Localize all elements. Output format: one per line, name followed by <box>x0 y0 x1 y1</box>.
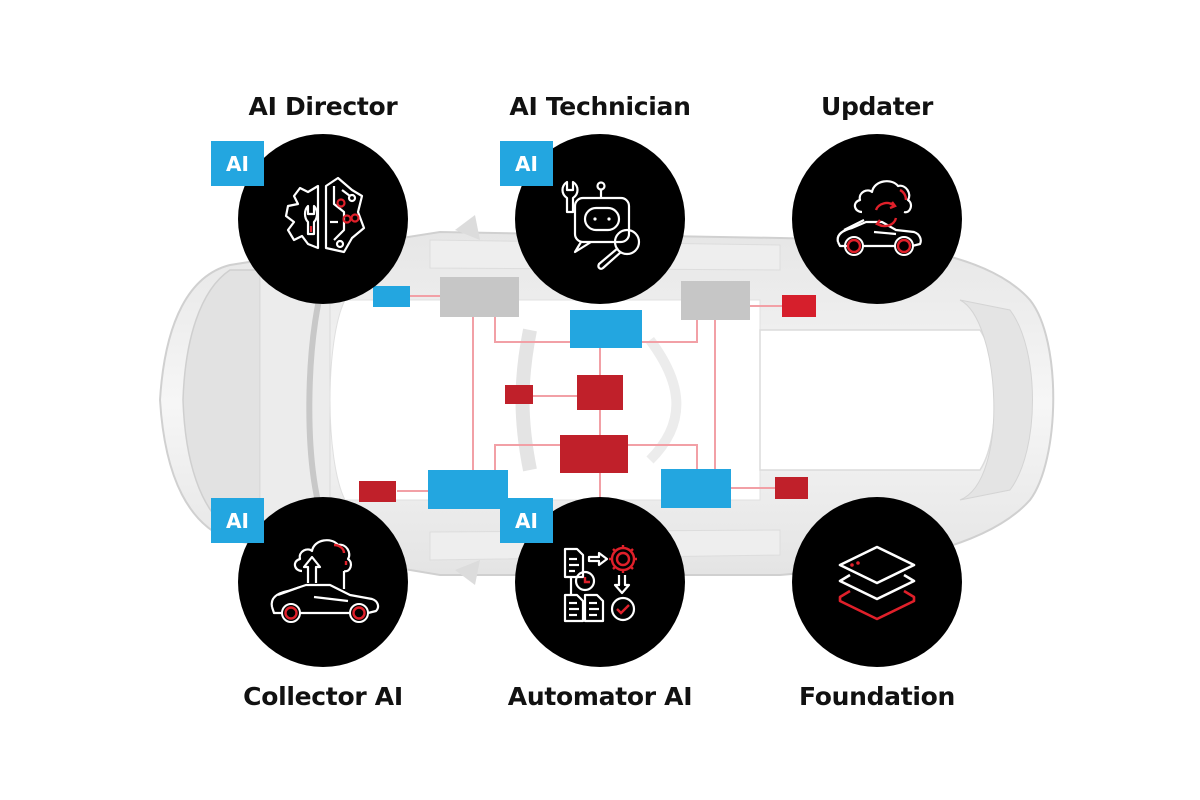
product-title-collector-ai: Collector AI <box>243 682 403 711</box>
network-connectors <box>397 295 784 500</box>
product-card-updater[interactable] <box>792 134 962 304</box>
module-red <box>782 295 816 317</box>
module-red <box>560 435 628 473</box>
robot-chat-magnifier-icon <box>561 180 641 270</box>
module-blue <box>428 470 508 509</box>
product-title-automator-ai: Automator AI <box>507 682 693 711</box>
module-blue <box>570 310 642 348</box>
document-workflow-gear-icon <box>563 545 637 623</box>
ai-badge: AI <box>211 141 264 186</box>
module-blue <box>373 286 410 307</box>
module-blue <box>661 469 731 508</box>
ai-badge: AI <box>500 498 553 543</box>
product-title-updater: Updater <box>820 92 934 121</box>
module-red <box>505 385 533 404</box>
product-title-ai-director: AI Director <box>248 92 398 121</box>
product-title-ai-technician: AI Technician <box>509 92 691 121</box>
module-red <box>577 375 623 410</box>
car-cloud-upload-icon <box>270 539 380 623</box>
stacked-layers-icon <box>838 545 916 621</box>
product-card-ai-director[interactable] <box>238 134 408 304</box>
gear-brain-circuit-icon <box>284 176 366 254</box>
car-cloud-sync-icon <box>836 180 922 256</box>
module-red <box>359 481 396 502</box>
ai-badge: AI <box>211 498 264 543</box>
module-red <box>775 477 808 499</box>
ecu-modules <box>359 277 816 509</box>
product-card-collector-ai[interactable] <box>238 497 408 667</box>
product-card-foundation[interactable] <box>792 497 962 667</box>
module-gray <box>440 277 519 317</box>
product-title-foundation: Foundation <box>798 682 956 711</box>
module-gray <box>681 281 750 320</box>
ai-badge: AI <box>500 141 553 186</box>
